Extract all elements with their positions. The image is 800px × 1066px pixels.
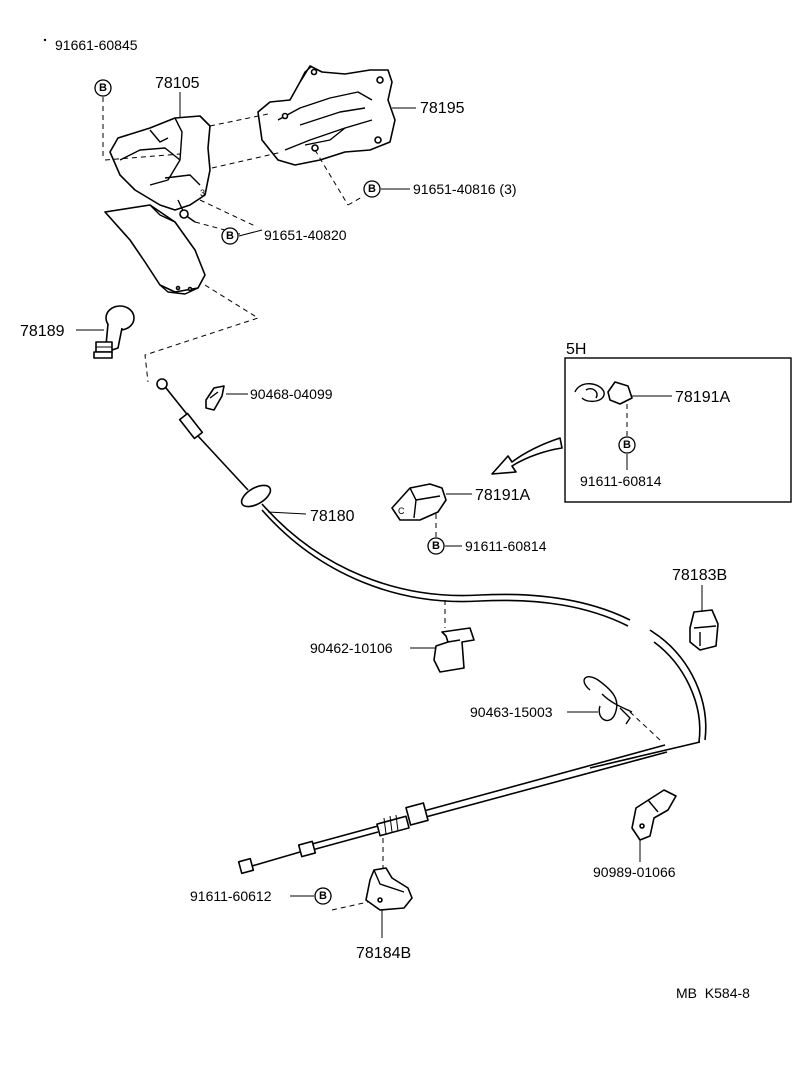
label-91611-60612: 91611-60612 [190, 888, 272, 904]
svg-text:B: B [226, 230, 234, 242]
dash-91651-40816 [314, 149, 349, 206]
svg-text:3: 3 [200, 188, 205, 198]
inset-5h-frame [564, 357, 792, 503]
lever-handle [104, 204, 206, 295]
leader-91651-40820 [238, 229, 263, 237]
brake-cable-78180 [156, 378, 707, 875]
bracket-78184b [365, 867, 413, 911]
leader-78180 [267, 511, 307, 515]
label-78189: 78189 [20, 323, 65, 340]
bracket-90989-01066 [631, 789, 677, 841]
dash-91651-40820a [199, 199, 256, 227]
svg-text:B: B [99, 82, 107, 94]
label-78184b: 78184B [356, 945, 411, 962]
bracket-78191a: C [391, 483, 447, 521]
label-90989-01066: 90989-01066 [593, 864, 676, 880]
label-90468-04099: 90468-04099 [250, 386, 333, 402]
dash-housing-bracket-2 [211, 151, 283, 169]
label-78105: 78105 [155, 75, 200, 92]
label-91611-60814: 91611-60814 [465, 538, 547, 554]
lever-housing-78105: 3 [109, 115, 211, 223]
svg-text:B: B [623, 439, 631, 451]
inset-clip-78191a [574, 381, 633, 405]
wire-clip-90463-15003 [583, 676, 633, 725]
dash-90463 [629, 711, 661, 741]
label-78191a: 78191A [475, 487, 530, 504]
bolt-marker-91651-40816: B [363, 180, 381, 198]
label-90462-10106: 90462-10106 [310, 640, 393, 656]
label-78183b: 78183B [672, 567, 727, 584]
bolt-marker-91611-60814: B [427, 537, 445, 555]
label-78195: 78195 [420, 100, 465, 117]
label-91611-60814-inset: 91611-60814 [580, 473, 662, 489]
label-78191a-inset: 78191A [675, 389, 730, 406]
label-90463-15003: 90463-15003 [470, 704, 553, 720]
diagram-code: MB K584-8 [676, 985, 750, 1001]
bracket-78183b [689, 609, 719, 651]
bolt-marker-91611-60612: B [314, 887, 332, 905]
svg-text:B: B [368, 183, 376, 195]
dash-lever-to-cable [144, 284, 260, 383]
clamp-90462-10106 [433, 627, 475, 673]
label-5h: 5H [566, 341, 586, 358]
release-knob-78189 [93, 305, 135, 359]
bolt-marker-91661-60845: B [94, 79, 112, 97]
bolt-marker-inset: B [618, 436, 636, 454]
label-78180: 78180 [310, 508, 355, 525]
bolt-marker-91651-40820: B [221, 227, 239, 245]
label-91651-40816: 91651-40816 (3) [413, 181, 517, 197]
dash-housing-bracket [209, 113, 269, 127]
svg-text:C: C [398, 506, 405, 516]
arrow-inset-to-bracket [491, 437, 563, 475]
dash-91651-40816b [347, 196, 363, 206]
svg-text:B: B [319, 890, 327, 902]
label-91661-60845: 91661-60845 [55, 37, 138, 53]
label-91651-40820: 91651-40820 [264, 227, 347, 243]
dash-91611-60612 [331, 901, 369, 911]
svg-text:B: B [432, 540, 440, 552]
bracket-78195 [257, 65, 396, 166]
dot-mark [43, 38, 47, 42]
dash-housing-left [104, 153, 181, 161]
clip-90468-04099 [205, 385, 225, 411]
